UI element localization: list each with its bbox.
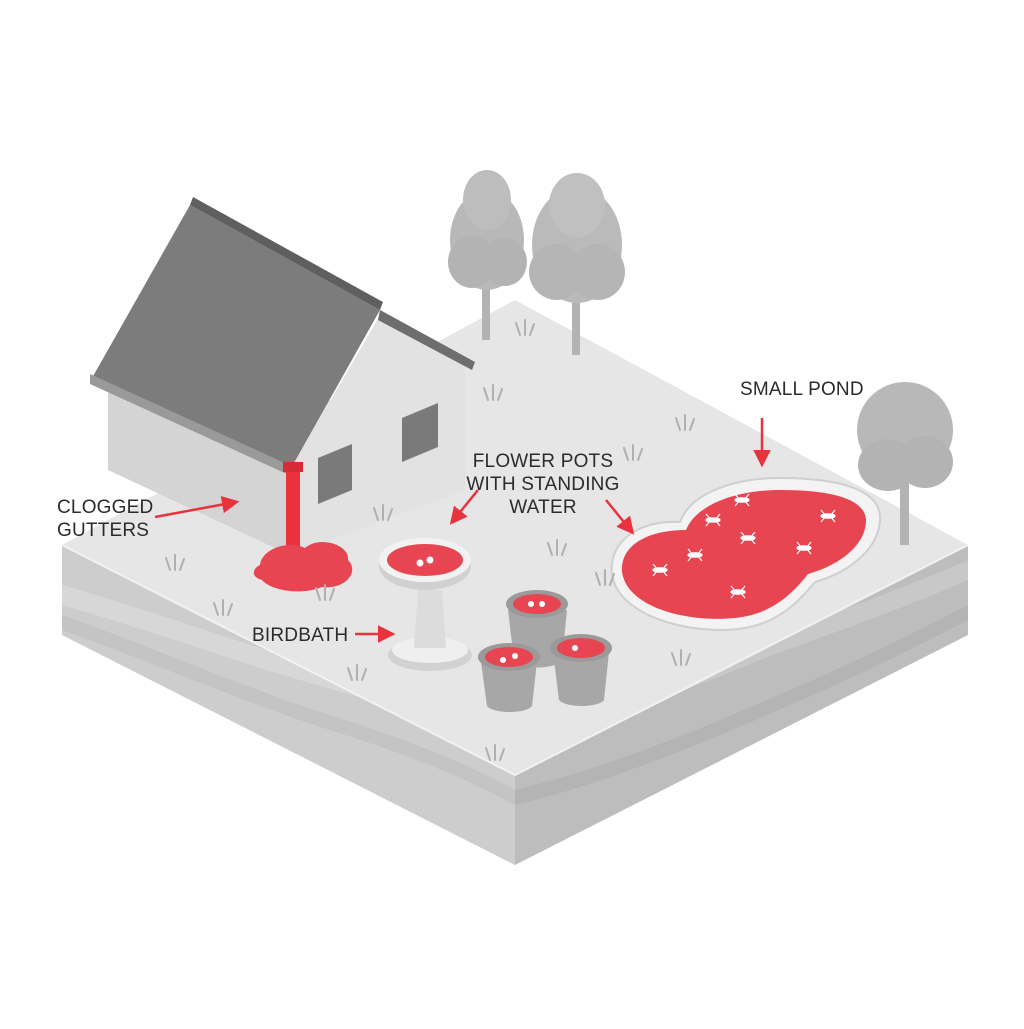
grass-tuft-icon — [165, 319, 695, 761]
label-clogged-gutters-line1: CLOGGED — [57, 497, 154, 518]
small-pond — [610, 476, 882, 631]
gutter-puddle — [253, 541, 353, 592]
label-flower-pots-line1: FLOWER POTS — [472, 451, 614, 472]
arrow-flower-pots-right — [605, 499, 635, 535]
label-flower-pots-line3: WATER — [509, 497, 577, 518]
birdbath — [379, 538, 472, 671]
label-flower-pots-line2: WITH STANDING — [466, 474, 620, 495]
tree-icon — [448, 170, 527, 340]
ground-block — [61, 300, 969, 865]
house-icon — [90, 197, 475, 555]
arrow-clogged-gutters — [154, 495, 240, 519]
tree-icon — [529, 173, 625, 355]
flower-pot — [550, 634, 612, 706]
arrow-icon — [154, 418, 771, 643]
tree-icon — [857, 382, 953, 545]
label-birdbath: BIRDBATH — [252, 625, 349, 646]
label-small-pond: SMALL POND — [740, 379, 864, 400]
arrow-flower-pots — [449, 489, 479, 525]
flower-pot — [478, 643, 540, 712]
label-flower-pots: FLOWER POTS WITH STANDING WATER — [453, 450, 633, 519]
mosquito-icon — [652, 493, 836, 599]
label-clogged-gutters: CLOGGED GUTTERS — [57, 496, 153, 542]
label-clogged-gutters-line2: GUTTERS — [57, 520, 150, 541]
